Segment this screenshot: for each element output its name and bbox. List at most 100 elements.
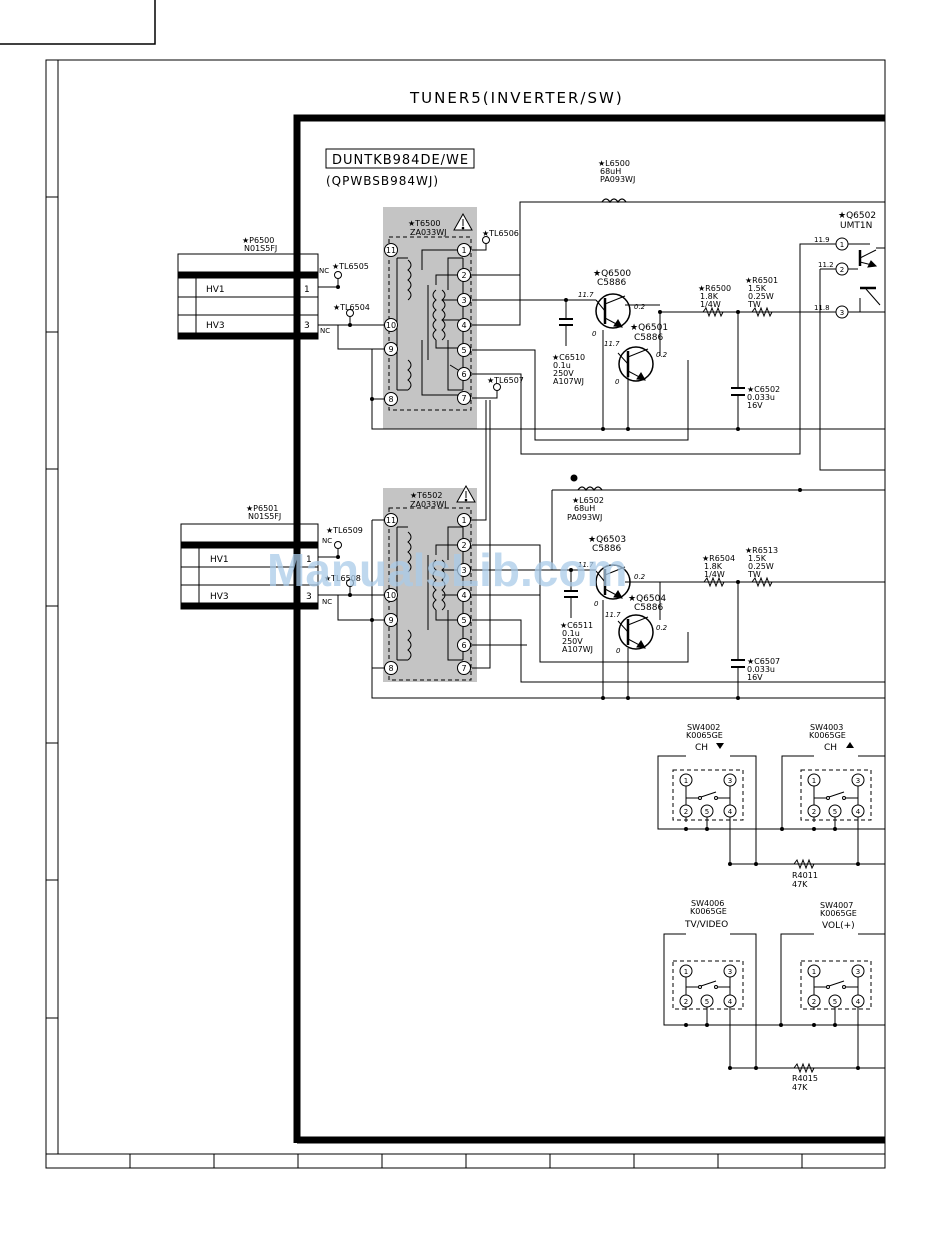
q6504-ref: ★Q6504: [628, 594, 666, 604]
sw4003-label: CH: [824, 743, 837, 753]
inductor-l6502: [577, 486, 603, 492]
c6510-value: 0.1u: [553, 361, 571, 370]
capacitor-c6511: [564, 590, 578, 598]
unit-border: [293, 114, 885, 1144]
r6501-value: 1.5K: [748, 284, 767, 293]
q6501-ref: ★Q6501: [630, 323, 668, 333]
capacitor-c6507: [731, 659, 745, 668]
diagram-title: TUNER5(INVERTER/SW): [409, 89, 624, 107]
r6513-value: 1.5K: [748, 554, 767, 563]
l6502-ref: ★L6502: [572, 496, 604, 505]
q6503-ref: ★Q6503: [588, 535, 626, 545]
sw4006-part: K0065GE: [690, 907, 727, 916]
switch-sw4002: [672, 769, 744, 821]
q6502-part: UMT1N: [840, 221, 872, 231]
l6500-value: 68uH: [600, 167, 621, 176]
p6500-hv1: HV1: [206, 285, 225, 295]
page-frame: [0, 0, 886, 1169]
t6502-ref: ★T6502: [410, 491, 442, 500]
l6500-ref: ★L6500: [598, 159, 630, 168]
wires-bottom: [318, 400, 885, 699]
p6501-pin3: 3: [306, 592, 312, 602]
sw4006-pin3: 3: [728, 968, 732, 976]
sw4006-label: TV/VIDEO: [684, 920, 728, 930]
board-name: DUNTKB984DE/WE: [332, 153, 469, 168]
t6502-pin-1: 1: [461, 516, 466, 525]
q6504-part: C5886: [634, 603, 663, 613]
tl6506-label: ★TL6506: [482, 229, 519, 238]
q6504-vb: 11.7: [605, 611, 621, 619]
q6504-vc: 0.2: [656, 624, 668, 632]
c6502-value: 0.033u: [747, 393, 775, 402]
q6501-part: C5886: [634, 333, 663, 343]
r4011-value: 47K: [792, 880, 808, 889]
r6501-type: TW: [747, 300, 761, 309]
resistor-r6501: [751, 306, 773, 318]
r6500-rating: 1/4W: [700, 300, 721, 309]
sw4002-pin1: 1: [684, 777, 688, 785]
sw4006-pin5: 5: [705, 998, 709, 1006]
switch-sw4003: [800, 769, 872, 821]
t6500-pin-10: 10: [386, 321, 396, 330]
r4015-ref: R4015: [792, 1074, 818, 1083]
r6513-ref: ★R6513: [745, 546, 778, 555]
r6500-ref: ★R6500: [698, 284, 731, 293]
t6500-pin-6: 6: [461, 370, 466, 379]
nc-label-3: NC: [322, 537, 332, 545]
resistor-r6504: [703, 576, 725, 588]
c6502-voltage: 16V: [747, 401, 763, 410]
q6502-v3: 11.8: [814, 304, 830, 312]
board-part: (QPWBSB984WJ): [326, 174, 439, 188]
c6502-ref: ★C6502: [747, 385, 780, 394]
q6500-vc: 0.2: [634, 303, 646, 311]
warning-icon: [453, 212, 473, 231]
c6511-part: A107WJ: [562, 645, 593, 654]
q6503-part: C5886: [592, 544, 621, 554]
test-point-icons-top: [334, 236, 501, 391]
q6501-vb: 11.7: [604, 340, 620, 348]
r4015-value: 47K: [792, 1083, 808, 1092]
sw4003-pin5: 5: [833, 808, 837, 816]
r6500-value: 1.8K: [700, 292, 719, 301]
p6500-pin3: 3: [304, 321, 310, 331]
t6502-pin-6: 6: [461, 641, 466, 650]
sw4002-label: CH: [695, 743, 708, 753]
arrow-down-icon: [716, 743, 724, 749]
c6511-ref: ★C6511: [560, 621, 593, 630]
junctions-bottom: [336, 474, 802, 700]
tl6505-label: ★TL6505: [332, 262, 369, 271]
p6501-hv3: HV3: [210, 592, 229, 602]
q6503-vb: 11.7: [578, 561, 594, 569]
t6500-pin-1: 1: [461, 246, 466, 255]
sw4006-pin1: 1: [684, 968, 688, 976]
r6504-ref: ★R6504: [702, 554, 735, 563]
l6502-value: 68uH: [574, 504, 595, 513]
q6502-pin1: 1: [840, 241, 844, 249]
q6502-ref: ★Q6502: [838, 211, 876, 221]
q6502-v1: 11.9: [814, 236, 830, 244]
t6500-pins: [384, 243, 471, 406]
c6507-value: 0.033u: [747, 665, 775, 674]
sw4007-pin3: 3: [856, 968, 860, 976]
capacitor-c6502: [731, 387, 745, 396]
transistor-q6500: [595, 293, 631, 329]
p6501-hv1: HV1: [210, 555, 229, 565]
t6500-pin-7: 7: [461, 394, 466, 403]
p6501-part: N01S5FJ: [248, 512, 281, 521]
p6500-ref: ★P6500: [242, 236, 274, 245]
p6501-ref: ★P6501: [246, 504, 278, 513]
resistor-r6500: [702, 306, 724, 318]
sw4006-pin4: 4: [728, 998, 733, 1006]
ic-q6502: [835, 237, 885, 319]
sw4006-ref: SW4006: [691, 899, 724, 908]
sw4002-pin5: 5: [705, 808, 709, 816]
arrow-up-icon: [846, 742, 854, 748]
q6501-vc: 0.2: [656, 351, 668, 359]
transistor-q6503: [595, 564, 631, 600]
q6500-ref: ★Q6500: [593, 269, 631, 279]
r6513-rating: 0.25W: [748, 562, 774, 571]
c6507-voltage: 16V: [747, 673, 763, 682]
q6501-ve: 0: [615, 378, 620, 386]
t6500-ref: ★T6500: [408, 219, 440, 228]
